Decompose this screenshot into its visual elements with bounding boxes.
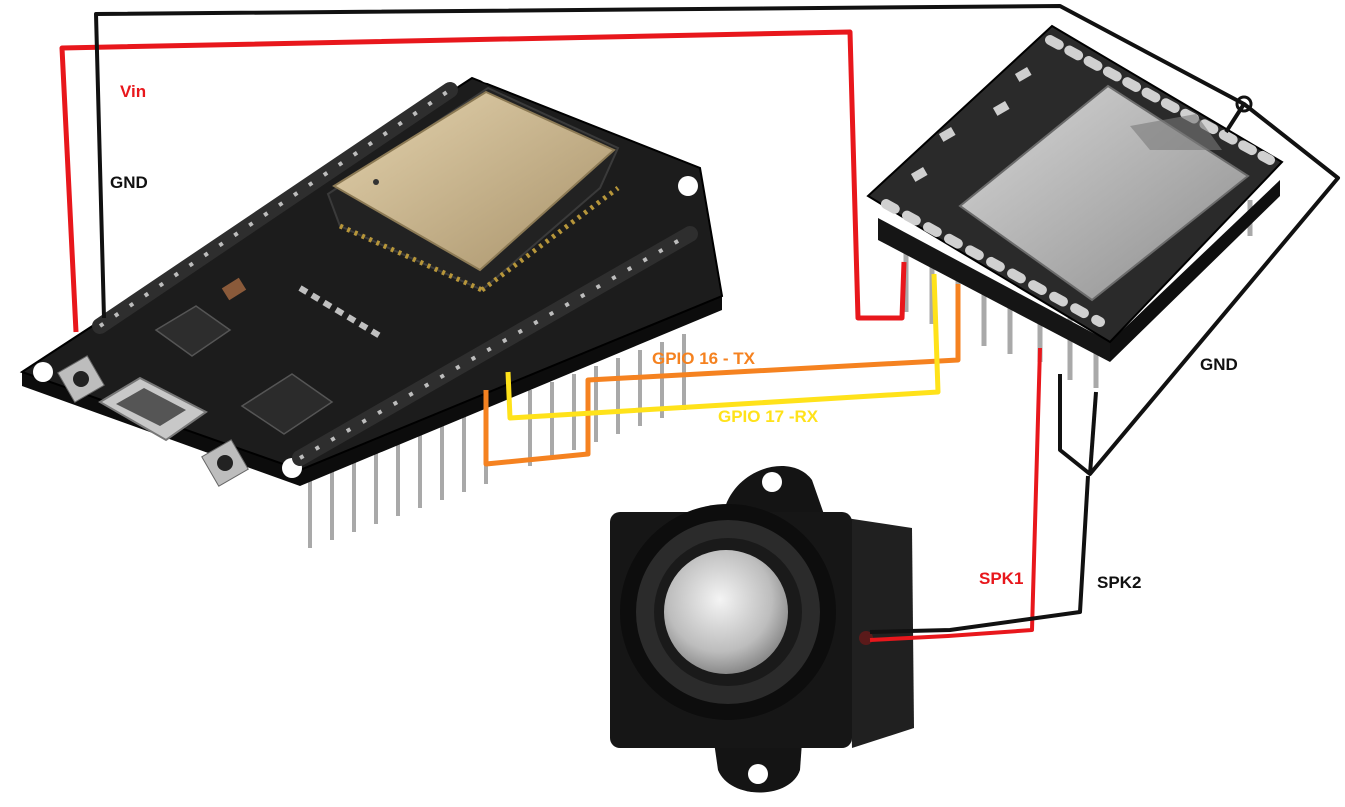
- wire-gpio16-tx: [483, 284, 961, 467]
- mount-hole: [678, 176, 698, 196]
- wire-vin: [59, 29, 907, 333]
- esp32-board: [19, 61, 724, 548]
- label-gpio17-rx: GPIO 17 -RX: [718, 407, 819, 426]
- wire-gnd-top: [94, 4, 1246, 319]
- wires: [59, 4, 1340, 642]
- label-spk1: SPK1: [979, 569, 1023, 588]
- mount-hole: [477, 61, 499, 83]
- label-vin: Vin: [120, 82, 146, 101]
- mount-hole: [33, 362, 53, 382]
- speaker: [610, 465, 914, 793]
- esp32-wroom-shield: [332, 90, 616, 272]
- wire-gpio17-rx: [505, 273, 941, 421]
- label-spk2: SPK2: [1097, 573, 1141, 592]
- esp32-boot-button[interactable]: [201, 439, 249, 487]
- esp32-usb-uart-chip: [240, 373, 334, 435]
- wire-labels: Vin GND GPIO 16 - TX GPIO 17 -RX GND SPK…: [110, 82, 1238, 592]
- wire-spk1: [869, 347, 1042, 642]
- speaker-cone: [664, 550, 788, 674]
- gnd-junction: [1235, 95, 1253, 113]
- label-gnd-right: GND: [1200, 355, 1238, 374]
- capacitor: [221, 277, 247, 301]
- esp32-top-header: [92, 82, 458, 334]
- dfplayer-mini-module: [866, 24, 1284, 388]
- label-gnd-left: GND: [110, 173, 148, 192]
- label-gpio16-tx: GPIO 16 - TX: [652, 349, 756, 368]
- dfplayer-top-header: [1045, 35, 1275, 165]
- esp32-en-button[interactable]: [57, 355, 105, 403]
- esp32-bottom-pins: [308, 334, 686, 548]
- dfplayer-bottom-header: [881, 199, 1105, 327]
- wire-spk2: [869, 475, 1090, 634]
- esp32-regulator: [154, 305, 232, 357]
